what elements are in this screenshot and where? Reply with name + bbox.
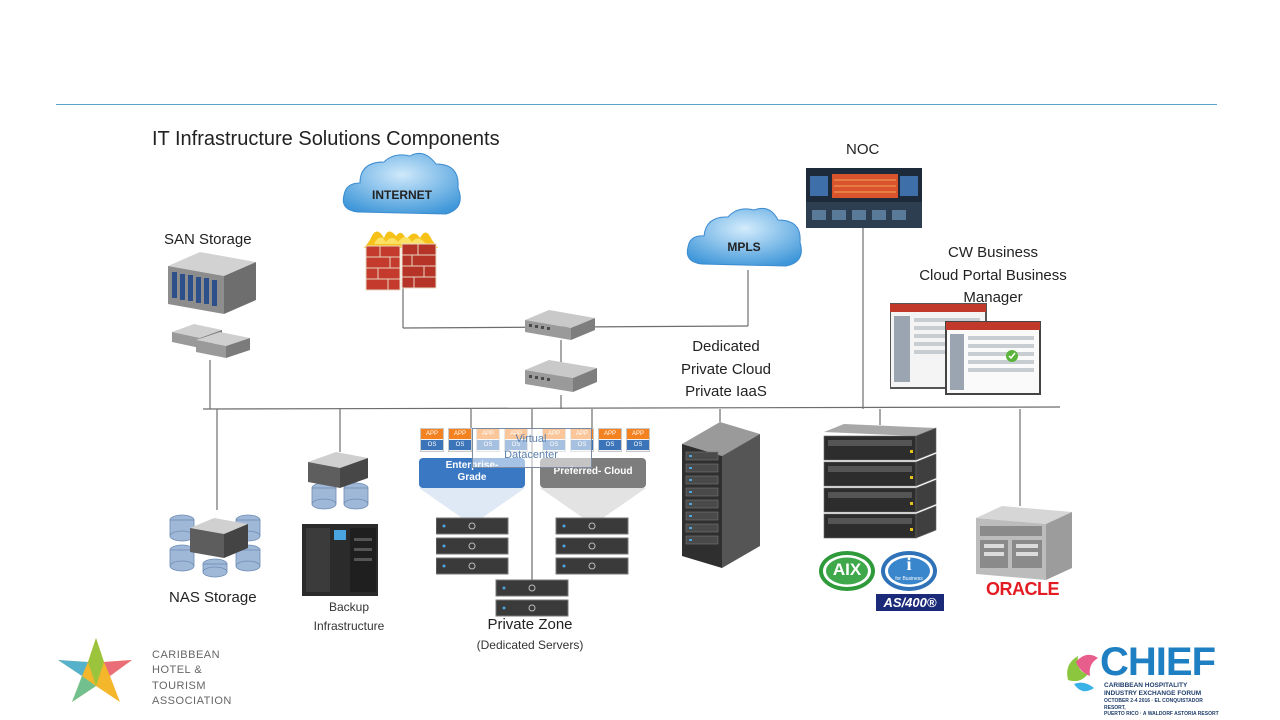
ibm-i-text: i bbox=[906, 554, 912, 574]
mpls-cloud: MPLS bbox=[682, 204, 806, 276]
internet-label: INTERNET bbox=[372, 188, 432, 202]
cloud-icon bbox=[342, 152, 461, 215]
chief-sub4: PUERTO RICO · A WALDORF ASTORIA RESORT bbox=[1104, 710, 1219, 717]
cw-line2: Cloud Portal Business bbox=[919, 266, 1067, 284]
chief-leaf-icon bbox=[1067, 654, 1098, 692]
header-divider bbox=[56, 104, 1217, 105]
network-switch-icon bbox=[525, 310, 595, 340]
dedicated-line2: Private Cloud bbox=[680, 360, 772, 378]
vdc-line2: Datacenter bbox=[504, 448, 558, 461]
dedicated-rack-graphic bbox=[680, 420, 762, 570]
aix-text: AIX bbox=[832, 560, 862, 579]
chief-logo: CHIEF CARIBBEAN HOSPITALITY INDUSTRY EXC… bbox=[1062, 640, 1222, 717]
storage-array-icon bbox=[168, 252, 256, 358]
slide-title: IT Infrastructure Solutions Components bbox=[152, 128, 500, 150]
internet-cloud: INTERNET bbox=[338, 150, 466, 226]
oracle-logo: ORACLE bbox=[986, 579, 1060, 599]
dedicated-line1: Dedicated bbox=[692, 338, 760, 355]
funnel-graphic bbox=[419, 488, 646, 520]
cw-line3: Manager bbox=[963, 289, 1023, 306]
enterprise-line2: Grade bbox=[457, 472, 487, 483]
ibm-i-sub: for Business bbox=[895, 576, 923, 582]
network-switch-icon bbox=[525, 360, 597, 392]
chief-sub2: INDUSTRY EXCHANGE FORUM bbox=[1104, 690, 1202, 698]
core-switch-bottom bbox=[525, 356, 597, 394]
noc-label: NOC bbox=[846, 141, 880, 158]
nas-storage-graphic bbox=[168, 506, 264, 578]
mpls-label: MPLS bbox=[727, 240, 761, 254]
virtual-datacenter-label: Virtual Datacenter bbox=[472, 432, 590, 464]
as400-badge: AS/400® bbox=[876, 594, 944, 611]
rack-server-icon bbox=[435, 517, 629, 617]
chta-line1: CARIBBEAN bbox=[152, 649, 221, 661]
private-zone-servers bbox=[435, 516, 632, 620]
san-storage-graphic bbox=[166, 248, 258, 364]
private-zone-label: Private Zone bbox=[487, 616, 573, 633]
oracle-server-icon bbox=[976, 506, 1072, 580]
firewall-icon bbox=[364, 231, 438, 291]
server-stack-icon bbox=[823, 424, 937, 539]
dedicated-line3: Private IaaS bbox=[685, 383, 767, 400]
backup-graphic bbox=[300, 448, 382, 598]
database-cluster-icon bbox=[169, 514, 261, 578]
portal-window-icon bbox=[889, 303, 1041, 395]
server-rack-icon bbox=[682, 422, 760, 568]
vdc-line1: Virtual bbox=[515, 433, 547, 445]
chief-subtitle: CARIBBEAN HOSPITALITY INDUSTRY EXCHANGE … bbox=[1104, 682, 1222, 717]
san-storage-label: SAN Storage bbox=[164, 231, 252, 248]
backup-server-icon bbox=[302, 452, 378, 596]
firewall-graphic bbox=[360, 226, 442, 294]
chta-line2: HOTEL & TOURISM bbox=[152, 664, 207, 692]
private-zone-sublabel: (Dedicated Servers) bbox=[476, 638, 584, 652]
backup-label: Backup Infrastructure bbox=[303, 598, 395, 636]
chta-star-icon bbox=[58, 638, 132, 702]
core-switch-top bbox=[525, 306, 595, 342]
noc-screen-graphic bbox=[806, 168, 922, 228]
virtual-datacenter-box bbox=[472, 428, 592, 468]
ibm-i-logo-icon bbox=[881, 551, 937, 591]
portal-screenshots bbox=[889, 298, 1042, 398]
backup-label-line1: Backup bbox=[328, 600, 370, 614]
dedicated-label: Dedicated Private Cloud Private IaaS bbox=[676, 336, 776, 404]
aix-logo-icon bbox=[819, 551, 875, 591]
ibm-i-badge: i for Business bbox=[880, 550, 938, 592]
chta-logo: CARIBBEAN HOTEL & TOURISM ASSOCIATION bbox=[54, 636, 254, 707]
chief-sub1: CARIBBEAN HOSPITALITY bbox=[1104, 682, 1188, 689]
ibm-server-stack bbox=[820, 424, 938, 546]
enterprise-line1: Enterprise- bbox=[419, 460, 525, 472]
cloud-icon bbox=[686, 207, 802, 267]
nas-storage-label: NAS Storage bbox=[169, 589, 257, 606]
aix-badge: AIX bbox=[818, 550, 876, 592]
chta-line3: ASSOCIATION bbox=[152, 695, 232, 708]
chief-sub3: OCTOBER 2-4 2016 · EL CONQUISTADOR RESOR… bbox=[1104, 698, 1203, 711]
chief-wordmark: CHIEF bbox=[1100, 640, 1216, 684]
backup-label-line2: Infrastructure bbox=[313, 619, 385, 634]
cw-line1: CW Business bbox=[947, 244, 1039, 261]
cw-business-label: CW Business Cloud Portal Business Manage… bbox=[910, 242, 1076, 310]
oracle-server-graphic bbox=[972, 504, 1074, 582]
chta-text: CARIBBEAN HOTEL & TOURISM ASSOCIATION bbox=[152, 648, 254, 710]
monitor-wall-icon bbox=[806, 168, 922, 228]
preferred-cloud-label: Preferred- Cloud bbox=[553, 466, 633, 477]
